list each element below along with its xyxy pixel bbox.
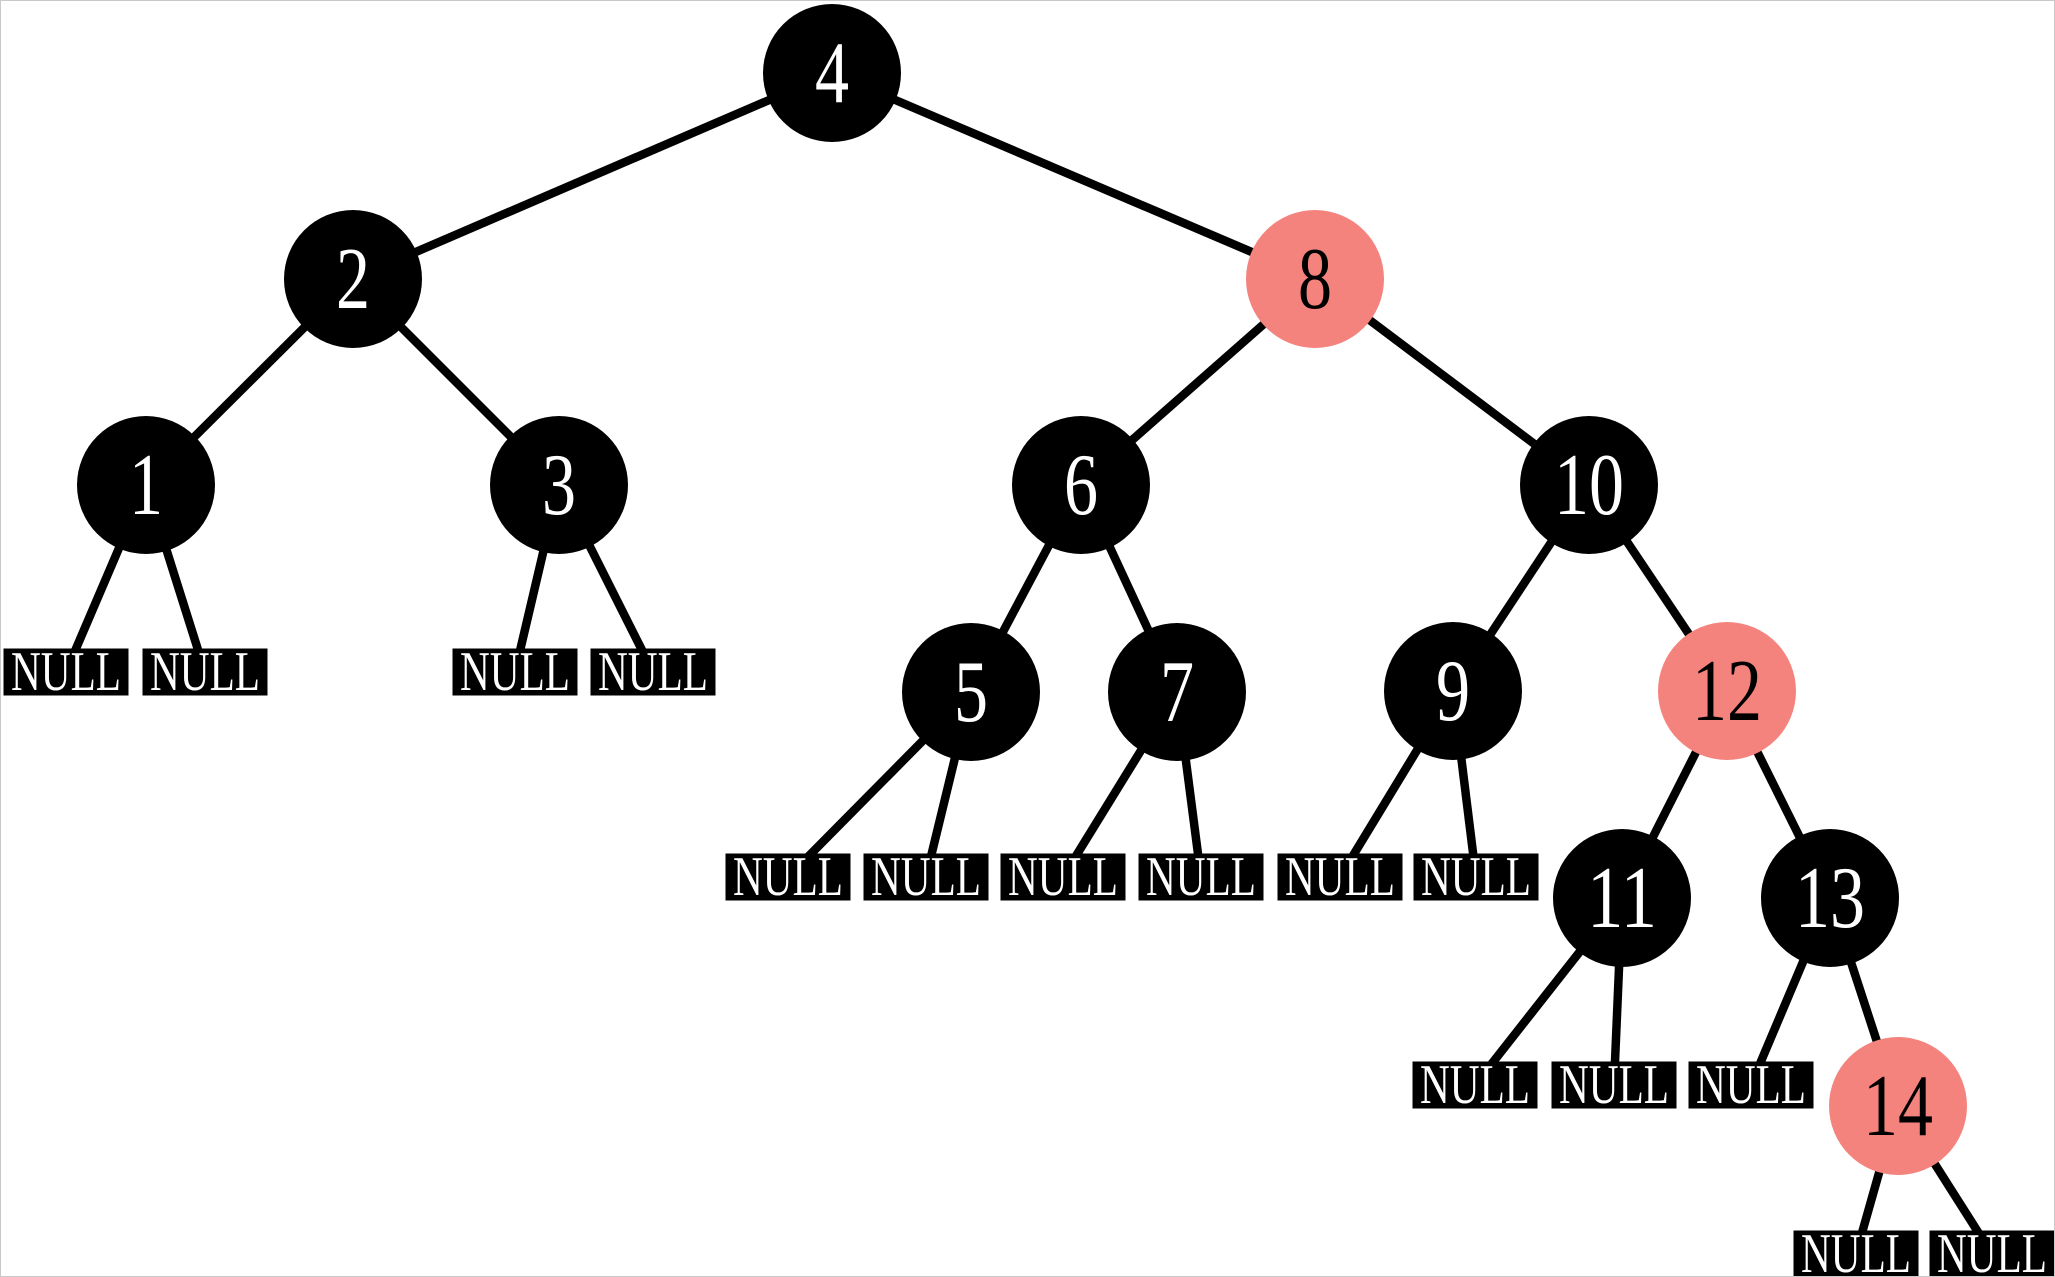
null-label: NULL: [733, 846, 843, 908]
null-leaf-n5R: NULL: [863, 846, 989, 908]
tree-node-8: 8: [1246, 210, 1384, 348]
null-leaf-n1L: NULL: [3, 641, 129, 703]
node-circle-13: [1761, 829, 1899, 967]
null-leaf-n3L: NULL: [452, 641, 578, 703]
null-box: [1929, 1230, 2054, 1276]
null-box: [142, 648, 268, 696]
tree-node-1: 1: [77, 416, 215, 554]
tree-edge-4-8: [830, 69, 1317, 283]
null-label: NULL: [1146, 846, 1256, 908]
null-box: [1277, 853, 1403, 901]
null-leaf-n3R: NULL: [590, 641, 716, 703]
tree-node-12: 12: [1658, 622, 1796, 760]
null-label: NULL: [150, 641, 260, 703]
null-box: [1551, 1061, 1677, 1109]
null-label: NULL: [1696, 1054, 1806, 1116]
null-label: NULL: [1285, 846, 1395, 908]
node-circle-3: [490, 416, 628, 554]
node-circle-14: [1829, 1037, 1967, 1175]
null-leaf-n1R: NULL: [142, 641, 268, 703]
node-label-4: 4: [815, 25, 849, 122]
node-label-12: 12: [1692, 643, 1762, 740]
tree-node-10: 10: [1520, 416, 1658, 554]
tree-node-11: 11: [1553, 829, 1691, 967]
null-leaf-n14R: NULL: [1929, 1223, 2054, 1277]
null-label: NULL: [1008, 846, 1118, 908]
node-label-8: 8: [1298, 231, 1332, 328]
node-label-5: 5: [954, 644, 988, 741]
null-box: [1412, 1061, 1538, 1109]
tree-node-9: 9: [1384, 622, 1522, 760]
tree-node-2: 2: [284, 210, 422, 348]
node-label-14: 14: [1863, 1058, 1933, 1155]
node-label-13: 13: [1795, 850, 1865, 947]
null-label: NULL: [1937, 1223, 2047, 1277]
node-label-7: 7: [1160, 644, 1194, 741]
null-label: NULL: [871, 846, 981, 908]
null-label: NULL: [1801, 1223, 1911, 1277]
null-leaf-n5L: NULL: [725, 846, 851, 908]
node-circle-8: [1246, 210, 1384, 348]
null-leaf-n7L: NULL: [1000, 846, 1126, 908]
node-circle-1: [77, 416, 215, 554]
null-box: [863, 853, 989, 901]
tree-node-13: 13: [1761, 829, 1899, 967]
node-circle-4: [763, 4, 901, 142]
null-label: NULL: [11, 641, 121, 703]
node-label-10: 10: [1554, 437, 1624, 534]
node-label-11: 11: [1587, 850, 1657, 947]
null-box: [1688, 1061, 1814, 1109]
tree-node-3: 3: [490, 416, 628, 554]
null-leaf-n11L: NULL: [1412, 1054, 1538, 1116]
null-label: NULL: [598, 641, 708, 703]
null-leaf-n13L: NULL: [1688, 1054, 1814, 1116]
tree-node-6: 6: [1012, 416, 1150, 554]
null-box: [452, 648, 578, 696]
null-label: NULL: [1420, 1054, 1530, 1116]
tree-node-7: 7: [1108, 623, 1246, 761]
null-box: [3, 648, 129, 696]
null-box: [725, 853, 851, 901]
null-label: NULL: [1559, 1054, 1669, 1116]
null-leaf-n9L: NULL: [1277, 846, 1403, 908]
node-label-6: 6: [1064, 437, 1098, 534]
null-box: [1000, 853, 1126, 901]
node-circle-9: [1384, 622, 1522, 760]
null-label: NULL: [1421, 846, 1531, 908]
tree-node-4: 4: [763, 4, 901, 142]
null-leaf-n11R: NULL: [1551, 1054, 1677, 1116]
null-leaf-n14L: NULL: [1793, 1223, 1919, 1277]
null-leaf-n9R: NULL: [1413, 846, 1539, 908]
null-box: [1793, 1230, 1919, 1276]
node-circle-5: [902, 623, 1040, 761]
tree-node-5: 5: [902, 623, 1040, 761]
node-circle-7: [1108, 623, 1246, 761]
null-box: [1138, 853, 1264, 901]
node-label-1: 1: [129, 437, 163, 534]
node-circle-10: [1520, 416, 1658, 554]
null-box: [590, 648, 716, 696]
node-label-9: 9: [1436, 643, 1470, 740]
null-label: NULL: [460, 641, 570, 703]
node-circle-6: [1012, 416, 1150, 554]
node-label-2: 2: [336, 231, 370, 328]
tree-edge-4-2: [351, 69, 834, 283]
node-circle-11: [1553, 829, 1691, 967]
null-leaf-n7R: NULL: [1138, 846, 1264, 908]
node-circle-12: [1658, 622, 1796, 760]
null-box: [1413, 853, 1539, 901]
tree-node-14: 14: [1829, 1037, 1967, 1175]
node-circle-2: [284, 210, 422, 348]
node-label-3: 3: [542, 437, 576, 534]
